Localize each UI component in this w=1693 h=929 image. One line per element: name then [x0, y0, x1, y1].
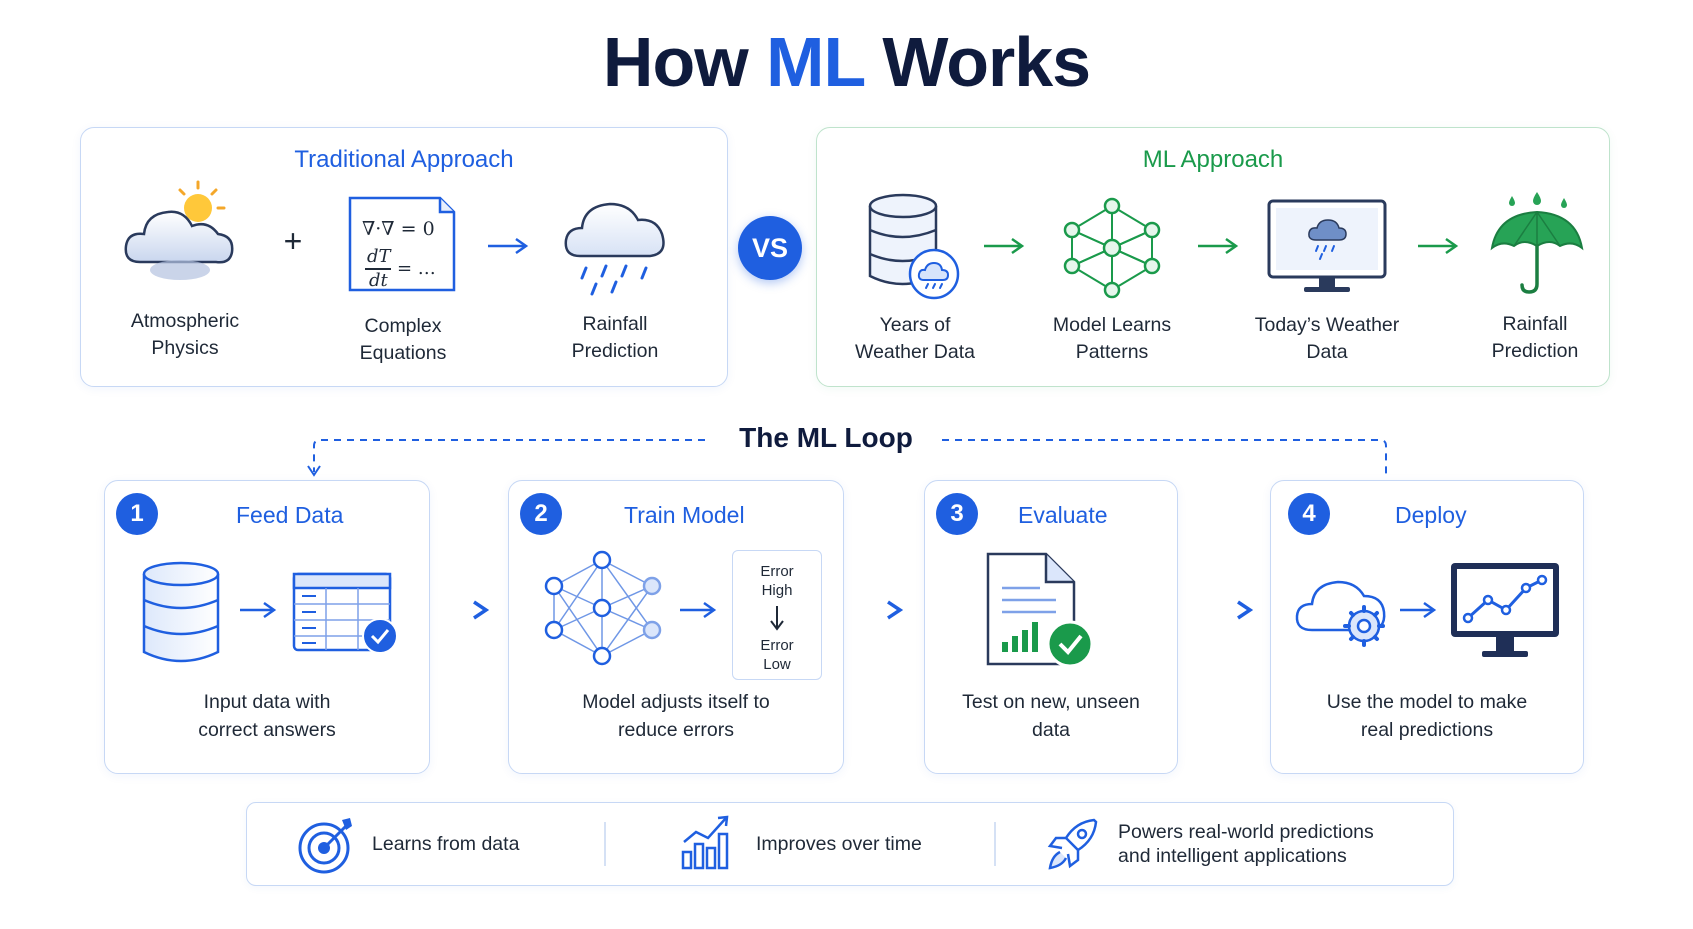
- equation-fraction-rest: = …: [397, 258, 436, 279]
- equation-fraction-bottom: dt: [369, 270, 388, 291]
- arrow-right-icon: [240, 601, 277, 619]
- step-description-feed-data: Input data with correct answers: [198, 691, 336, 741]
- step-title-evaluate: Evaluate: [1018, 502, 1108, 528]
- benefit-text-improves: Improves over time: [756, 833, 922, 855]
- step-title-train-model: Train Model: [624, 502, 745, 528]
- fraction-bar: [365, 268, 391, 270]
- database-cloud-icon: [868, 193, 960, 300]
- loop-dashed-connector: [307, 439, 1387, 477]
- complex-equations-label: Complex Equations: [359, 315, 447, 364]
- arrow-down-icon: [770, 606, 784, 631]
- page-title: How ML Works: [0, 22, 1693, 102]
- vs-badge: VS: [738, 216, 802, 280]
- error-low-label: Error Low: [760, 637, 794, 673]
- divider: [994, 822, 996, 866]
- flow-arrow-icon: [854, 600, 904, 620]
- arrow-right-icon: [984, 237, 1025, 255]
- monitor-weather-icon: [1267, 199, 1387, 292]
- equation-fraction-top: dT: [367, 246, 391, 267]
- arrow-right-icon: [488, 237, 529, 255]
- traditional-approach-title: Traditional Approach: [294, 146, 514, 173]
- neural-network-icon: [544, 550, 662, 666]
- report-check-icon: [986, 552, 1094, 668]
- step-number-badge: 4: [1288, 493, 1330, 535]
- arrow-right-icon: [1198, 237, 1239, 255]
- rainfall-prediction-label-ml: Rainfall Prediction: [1491, 313, 1579, 362]
- step-title-feed-data: Feed Data: [236, 502, 344, 528]
- flow-arrow-icon: [1198, 600, 1254, 620]
- benefit-text-powers: Powers real-world predictions and intell…: [1118, 821, 1374, 867]
- title-suffix: Works: [863, 23, 1091, 101]
- database-icon: [142, 561, 220, 663]
- flow-arrow-icon: [440, 600, 490, 620]
- equation-document-icon: [348, 196, 456, 292]
- growth-chart-icon: [681, 815, 729, 870]
- table-check-icon: [292, 572, 398, 654]
- monitor-chart-icon: [1451, 563, 1559, 657]
- ml-approach-title: ML Approach: [1142, 146, 1284, 173]
- target-icon: [298, 818, 352, 874]
- ml-loop-title: The ML Loop: [739, 422, 913, 453]
- title-accent: ML: [766, 23, 865, 101]
- step-number-badge: 3: [936, 493, 978, 535]
- neural-network-icon: [1063, 197, 1161, 299]
- todays-weather-data-label: Today’s Weather Data: [1254, 314, 1400, 363]
- step-number-badge: 1: [116, 493, 158, 535]
- arrow-right-icon: [1418, 237, 1459, 255]
- step-number-badge: 2: [520, 493, 562, 535]
- years-weather-data-label: Years of Weather Data: [855, 314, 975, 363]
- equation-line-1: ∇·∇ = 0: [362, 218, 435, 240]
- atmospheric-physics-label: Atmospheric Physics: [130, 310, 240, 359]
- title-prefix: How: [602, 23, 767, 101]
- sun-cloud-icon: [124, 180, 234, 280]
- plus-sign: +: [283, 223, 303, 259]
- rocket-icon: [1047, 818, 1098, 870]
- step-description-train-model: Model adjusts itself to reduce errors: [582, 691, 770, 741]
- rain-cloud-icon: [564, 202, 665, 296]
- model-learns-patterns-label: Model Learns Patterns: [1052, 314, 1172, 363]
- benefit-text-learns: Learns from data: [372, 833, 520, 855]
- divider: [604, 822, 606, 866]
- step-description-evaluate: Test on new, unseen data: [962, 691, 1140, 741]
- benefits-bar: [246, 802, 1454, 886]
- error-high-label: Error High: [760, 563, 794, 599]
- umbrella-icon: [1490, 192, 1584, 294]
- step-description-deploy: Use the model to make real predictions: [1326, 691, 1528, 741]
- rainfall-prediction-label-trad: Rainfall Prediction: [571, 313, 659, 362]
- step-title-deploy: Deploy: [1395, 502, 1467, 528]
- cloud-gear-icon: [1295, 580, 1386, 647]
- arrow-right-icon: [1400, 601, 1437, 619]
- arrow-right-icon: [680, 601, 717, 619]
